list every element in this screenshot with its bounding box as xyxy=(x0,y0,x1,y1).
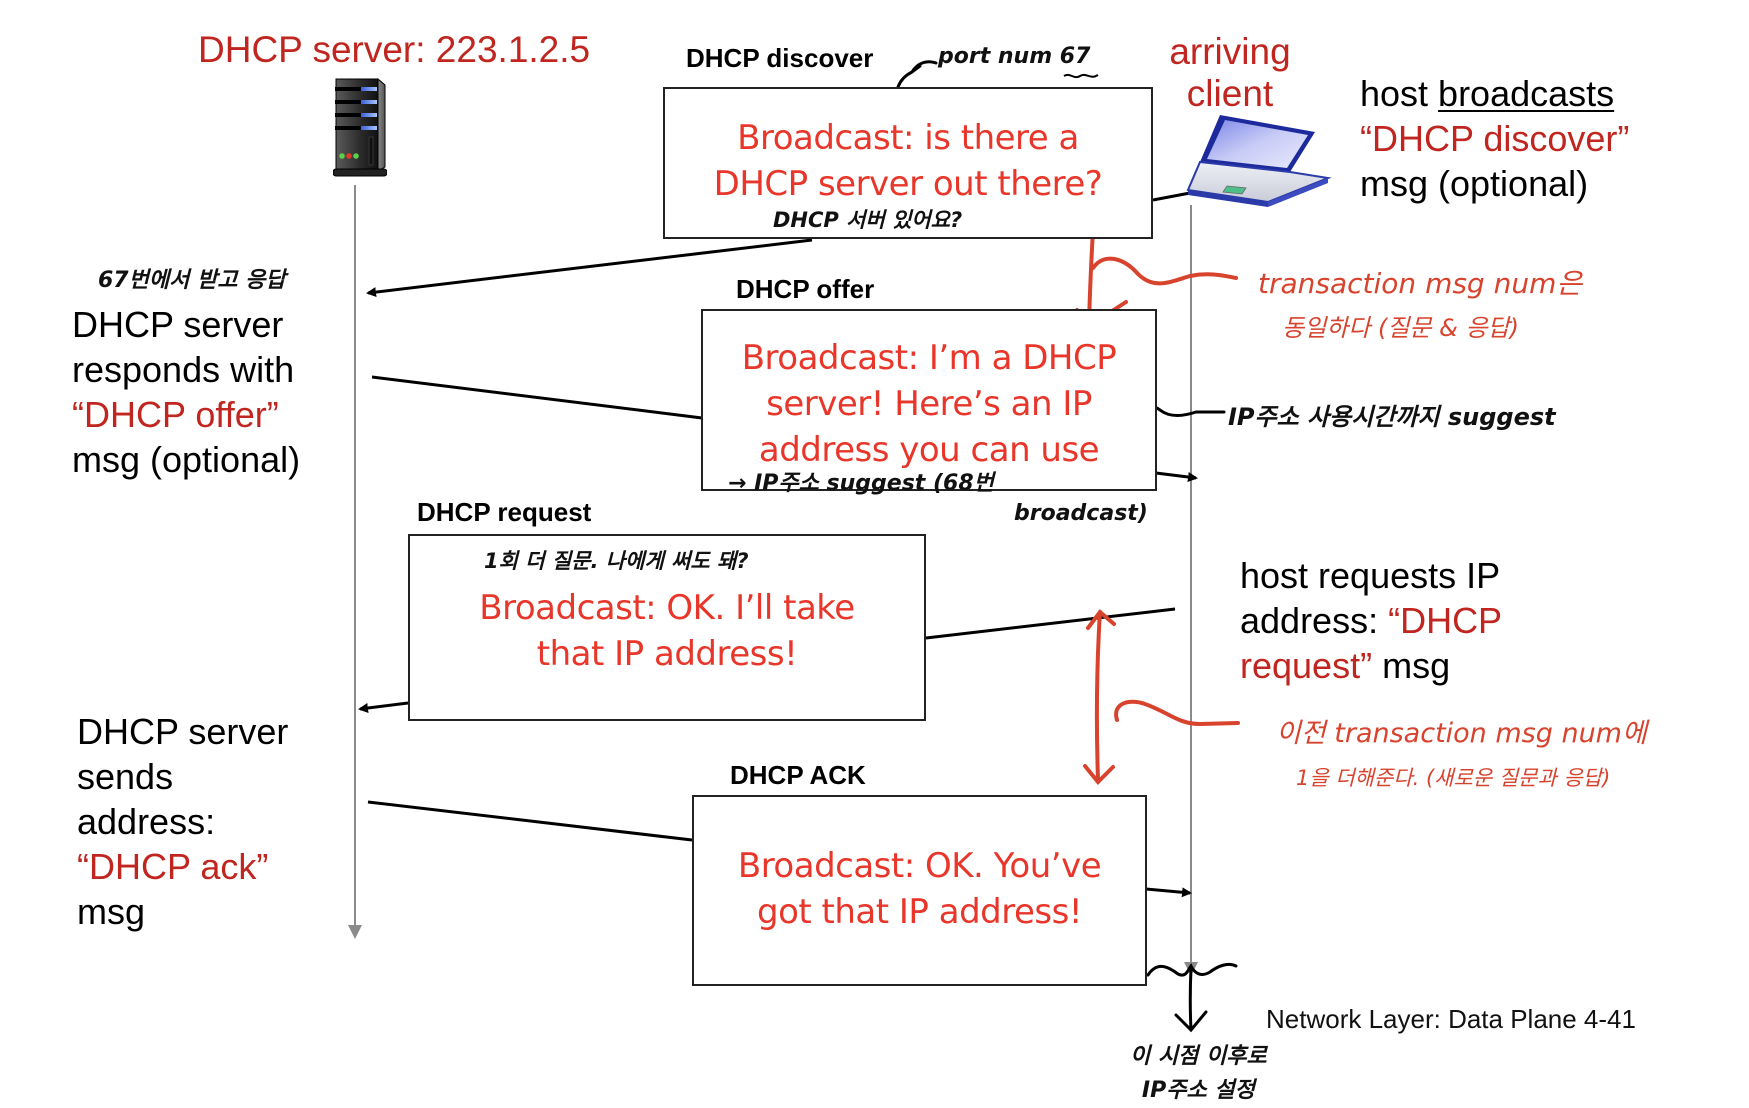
after-this-line1: 이 시점 이후로 xyxy=(1130,1044,1267,1069)
request-box-line1: Broadcast: OK. I’ll take xyxy=(479,588,855,628)
ack-message-box: Broadcast: OK. You’ve got that IP addres… xyxy=(692,795,1147,986)
offer-suggest-note: → IP주소 suggest (68번 broadcast) xyxy=(728,469,1148,529)
request-label: DHCP request xyxy=(417,497,592,527)
ip-suggest-time-note: IP주소 사용시간까지 suggest xyxy=(1228,403,1556,431)
client-title-line2: client xyxy=(1186,73,1274,114)
request-arrow xyxy=(358,701,409,713)
ack-desc-line1: DHCP server xyxy=(77,711,289,752)
transaction-squiggle-1 xyxy=(1091,256,1238,286)
discover-arrow xyxy=(366,238,813,298)
transaction-squiggle-2 xyxy=(1114,699,1240,727)
ack-desc-line5: msg xyxy=(77,891,146,932)
transaction-same-line2: 동일하다 (질문 & 응답) xyxy=(1282,314,1519,342)
ack-box-line1: Broadcast: OK. You’ve xyxy=(737,846,1102,886)
offer-arrow xyxy=(1155,471,1198,482)
port-num-note: port num 67 xyxy=(938,44,1091,69)
offer-box-line1: Broadcast: I’m a DHCP xyxy=(741,338,1117,378)
request-korean-note: 1회 더 질문. 나에게 써도 돼? xyxy=(484,549,749,573)
transaction-double-arrow-2 xyxy=(1094,610,1102,782)
offer-suggest-line1: → IP주소 suggest (68번 xyxy=(728,471,994,496)
ack-description: DHCP server sends address: “DHCP ack” ms… xyxy=(77,709,288,934)
server-receive-note: 67번에서 받고 응답 xyxy=(98,268,286,293)
transaction-same-note: transaction msg num은 동일하다 (질문 & 응답) xyxy=(1258,262,1582,350)
offer-desc-line3: “DHCP offer” xyxy=(72,394,279,435)
offer-arrow-segment-left xyxy=(371,375,703,420)
request-box-line2: that IP address! xyxy=(536,634,798,674)
discover-description: host broadcasts “DHCP discover” msg (opt… xyxy=(1360,71,1629,206)
laptop-icon xyxy=(1180,110,1335,210)
request-desc-line1: host requests IP xyxy=(1240,555,1501,596)
offer-label: DHCP offer xyxy=(736,274,875,304)
offer-desc-line1: DHCP server xyxy=(72,304,284,345)
discover-box-line1: Broadcast: is there a xyxy=(737,118,1079,158)
transaction-same-line1: transaction msg num은 xyxy=(1258,267,1583,300)
ack-arrow-segment-left xyxy=(367,800,693,842)
transaction-plus-line2: 1을 더해준다. (새로운 질문과 응답) xyxy=(1296,766,1611,790)
ack-desc-line4: “DHCP ack” xyxy=(77,846,269,887)
offer-message-box: Broadcast: I’m a DHCP server! Here’s an … xyxy=(701,309,1157,491)
discover-desc-prefix: host xyxy=(1360,73,1439,114)
offer-box-line2: server! Here’s an IP xyxy=(766,384,1092,424)
server-lifeline-arrowhead xyxy=(348,925,362,939)
ack-label: DHCP ACK xyxy=(730,760,866,790)
ack-box-line2: got that IP address! xyxy=(757,892,1082,932)
ack-desc-line3: address: xyxy=(77,801,216,842)
transaction-plus-note: 이전 transaction msg num에 1을 더해준다. (새로운 질문… xyxy=(1276,712,1647,800)
discover-message-box: Broadcast: is there a DHCP server out th… xyxy=(663,87,1153,239)
offer-desc-line2: responds with xyxy=(72,349,295,390)
request-desc-line3-red: request” xyxy=(1240,645,1373,686)
transaction-plus-line1: 이전 transaction msg num에 xyxy=(1276,718,1647,749)
ack-arrow xyxy=(1145,887,1192,898)
request-desc-line2-red: “DHCP xyxy=(1388,600,1503,641)
client-title-line1: arriving xyxy=(1169,31,1291,72)
request-description: host requests IP address: “DHCP request”… xyxy=(1240,553,1502,688)
discover-desc-underlined: broadcasts xyxy=(1438,73,1615,114)
transaction-arrowhead-down-2 xyxy=(1083,764,1115,785)
discover-box-line2: DHCP server out there? xyxy=(713,164,1103,204)
offer-box-line3: address you can use xyxy=(758,430,1100,470)
discover-desc-line2: “DHCP discover” xyxy=(1360,118,1630,159)
server-title: DHCP server: 223.1.2.5 xyxy=(198,29,591,70)
ip-set-arrow xyxy=(1174,966,1208,1033)
slide-footer: Network Layer: Data Plane 4-41 xyxy=(1266,1004,1636,1034)
offer-suggest-line2: broadcast) xyxy=(1014,501,1148,526)
request-desc-line2-prefix: address: xyxy=(1240,600,1389,641)
discover-arrow-segment-right xyxy=(1152,191,1191,202)
offer-description: DHCP server responds with “DHCP offer” m… xyxy=(72,302,300,482)
server-tower-icon xyxy=(332,75,388,179)
discover-korean-note: DHCP 서버 있어요? xyxy=(773,208,963,232)
request-message-box: Broadcast: OK. I’ll take that IP address… xyxy=(408,534,926,721)
client-title: arriving client xyxy=(1160,31,1300,115)
offer-desc-line4: msg (optional) xyxy=(72,439,301,480)
discover-label: DHCP discover xyxy=(686,43,874,73)
after-this-line2: IP주소 설정 xyxy=(1141,1078,1255,1103)
after-this-note: 이 시점 이후로 IP주소 설정 xyxy=(1130,1040,1267,1108)
transaction-arrowhead-up-2 xyxy=(1086,609,1116,630)
request-arrow-segment-right xyxy=(925,607,1176,640)
discover-desc-line3: msg (optional) xyxy=(1360,163,1589,204)
port-num-underline-squiggle xyxy=(1063,73,1099,79)
ip-set-brace xyxy=(1146,962,1238,977)
request-desc-line3-suffix: msg xyxy=(1372,645,1451,686)
ack-desc-line2: sends xyxy=(77,756,174,797)
